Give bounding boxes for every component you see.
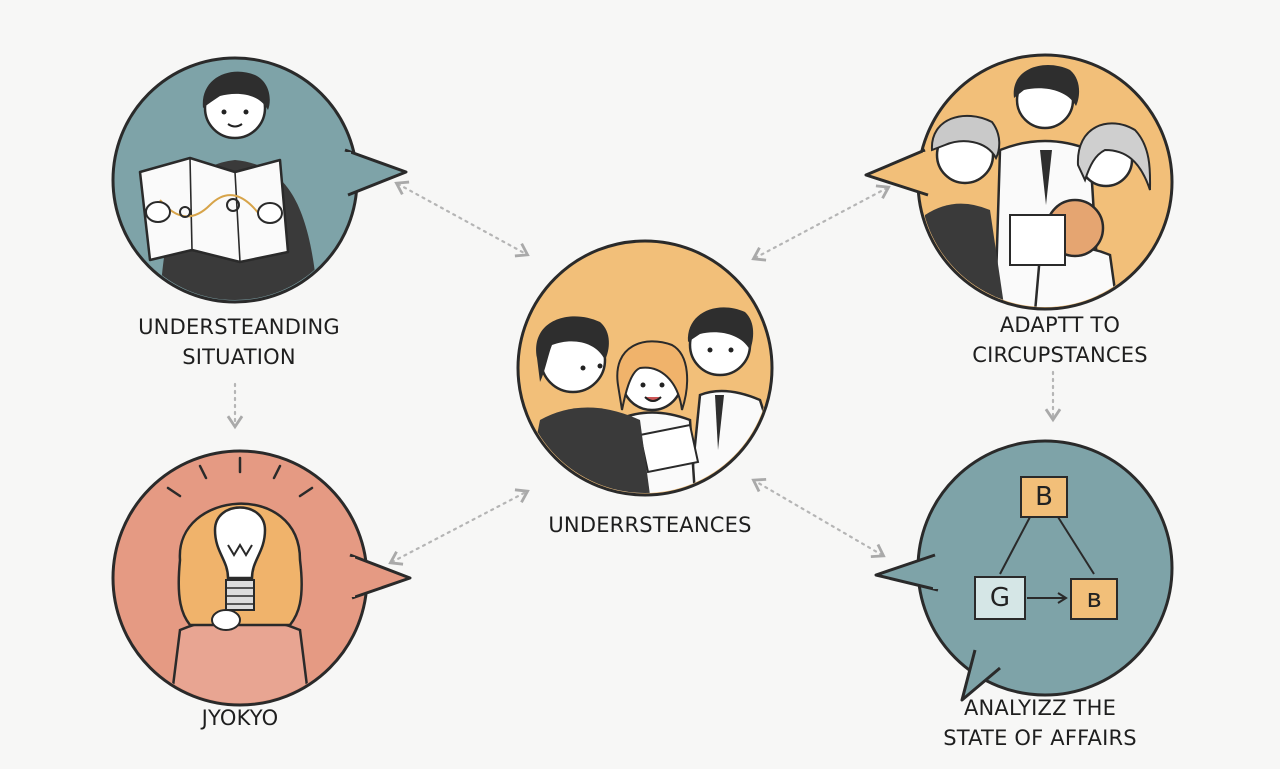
connectors bbox=[226, 180, 1062, 566]
label-understanding-situation: UNDERSTEANDING SITUATION bbox=[114, 312, 364, 372]
bubble-understances bbox=[516, 239, 774, 497]
bubble-jyokyo bbox=[111, 449, 412, 707]
team-meeting-icon bbox=[920, 65, 1152, 307]
label-line: ADAPTT TO bbox=[999, 313, 1121, 337]
diagram-box-right: ʙ bbox=[1070, 578, 1118, 620]
label-line: UNDERSTEANDING bbox=[138, 315, 340, 339]
bubble-analyze-state-of-affairs bbox=[874, 439, 1174, 702]
label-line: STATE OF AFFAIRS bbox=[943, 726, 1137, 750]
label-line: SITUATION bbox=[182, 345, 296, 369]
label-line: ANALYIZZ THE bbox=[963, 696, 1117, 720]
connector-topright-center bbox=[751, 184, 891, 262]
diagram-box-left: G bbox=[974, 576, 1026, 620]
connector-bottomleft-center bbox=[388, 488, 530, 566]
bubble-adapt-to-circumstances bbox=[864, 53, 1174, 311]
label-line: CIRCUPSTANCES bbox=[972, 343, 1148, 367]
connector-topleft-center bbox=[394, 180, 530, 258]
group-conversation-icon bbox=[525, 307, 770, 493]
lightbulb-head-person-icon bbox=[166, 456, 314, 703]
label-understances: UNDERRSTEANCES bbox=[548, 513, 752, 537]
bubble-understanding-situation bbox=[111, 56, 408, 304]
map-reading-person-icon bbox=[138, 71, 318, 300]
label-analyze-state-of-affairs: ANALYIZZ THE STATE OF AFFAIRS bbox=[920, 693, 1160, 753]
flow-diagram-icon bbox=[999, 516, 1095, 604]
label-jyokyo: JYOKYO bbox=[201, 706, 279, 730]
diagram-box-top: B bbox=[1020, 476, 1068, 518]
label-adapt-to-circumstances: ADAPTT TO CIRCUPSTANCES bbox=[950, 310, 1170, 370]
